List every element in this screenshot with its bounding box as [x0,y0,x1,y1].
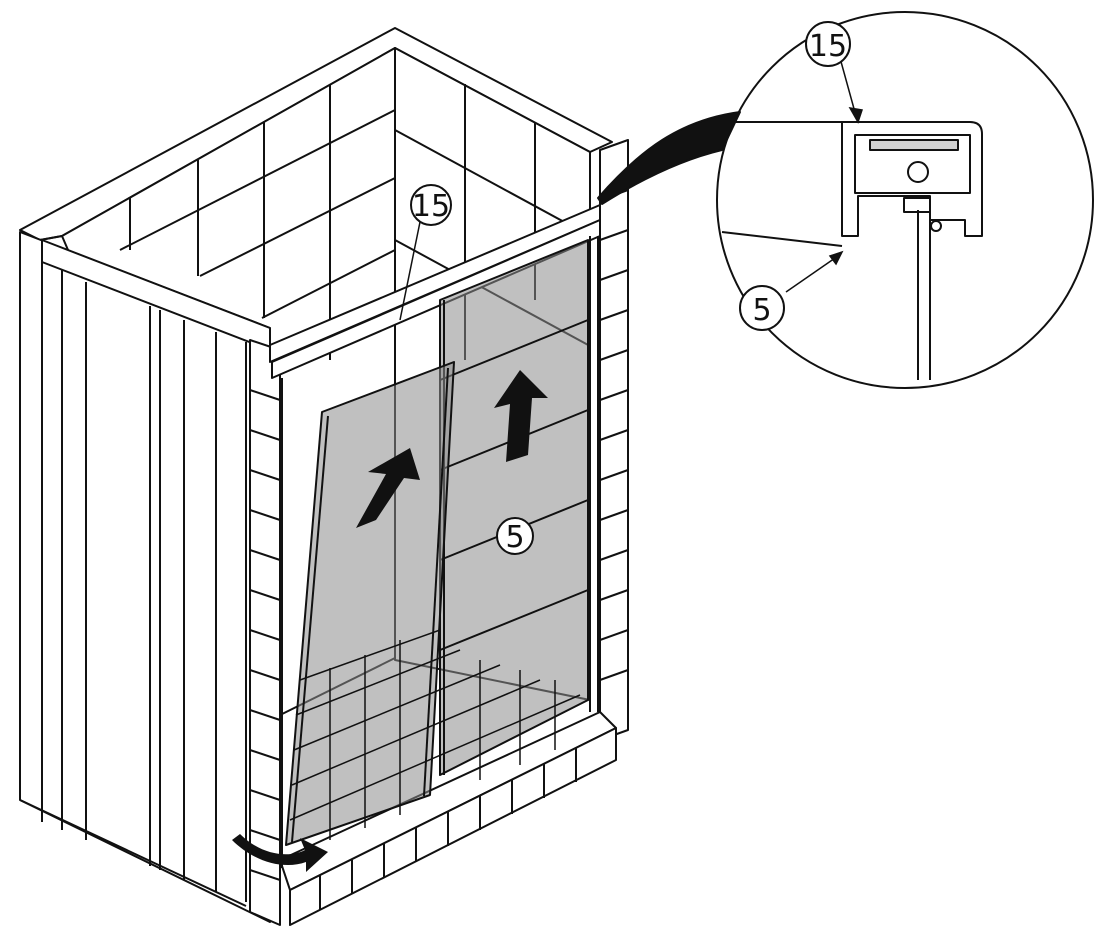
callout-connector [597,111,741,205]
svg-text:5: 5 [505,520,524,555]
part-label-5-main: 5 [496,517,534,555]
part-label-15-main: 15 [410,184,452,226]
leader-lines [399,57,863,321]
door-frame [269,204,601,868]
lift-arrow-left [356,448,420,528]
svg-text:15: 15 [809,29,847,64]
svg-text:15: 15 [412,189,450,224]
right-brick-return [599,139,629,741]
left-brick-return [249,339,281,926]
part-label-15-detail: 15 [805,21,851,67]
front-left-column [19,231,271,923]
svg-text:5: 5 [752,293,771,328]
part-label-5-detail: 5 [739,285,785,331]
motion-arrows [232,370,548,872]
fixed-glass-panel [439,239,589,776]
tray-step [279,711,617,926]
lift-arrow-right [494,370,548,462]
sliding-door [285,361,455,846]
tray-grid [289,629,581,840]
detail-magnifier [716,11,1094,389]
pivot-arrow-bottom [232,834,328,872]
